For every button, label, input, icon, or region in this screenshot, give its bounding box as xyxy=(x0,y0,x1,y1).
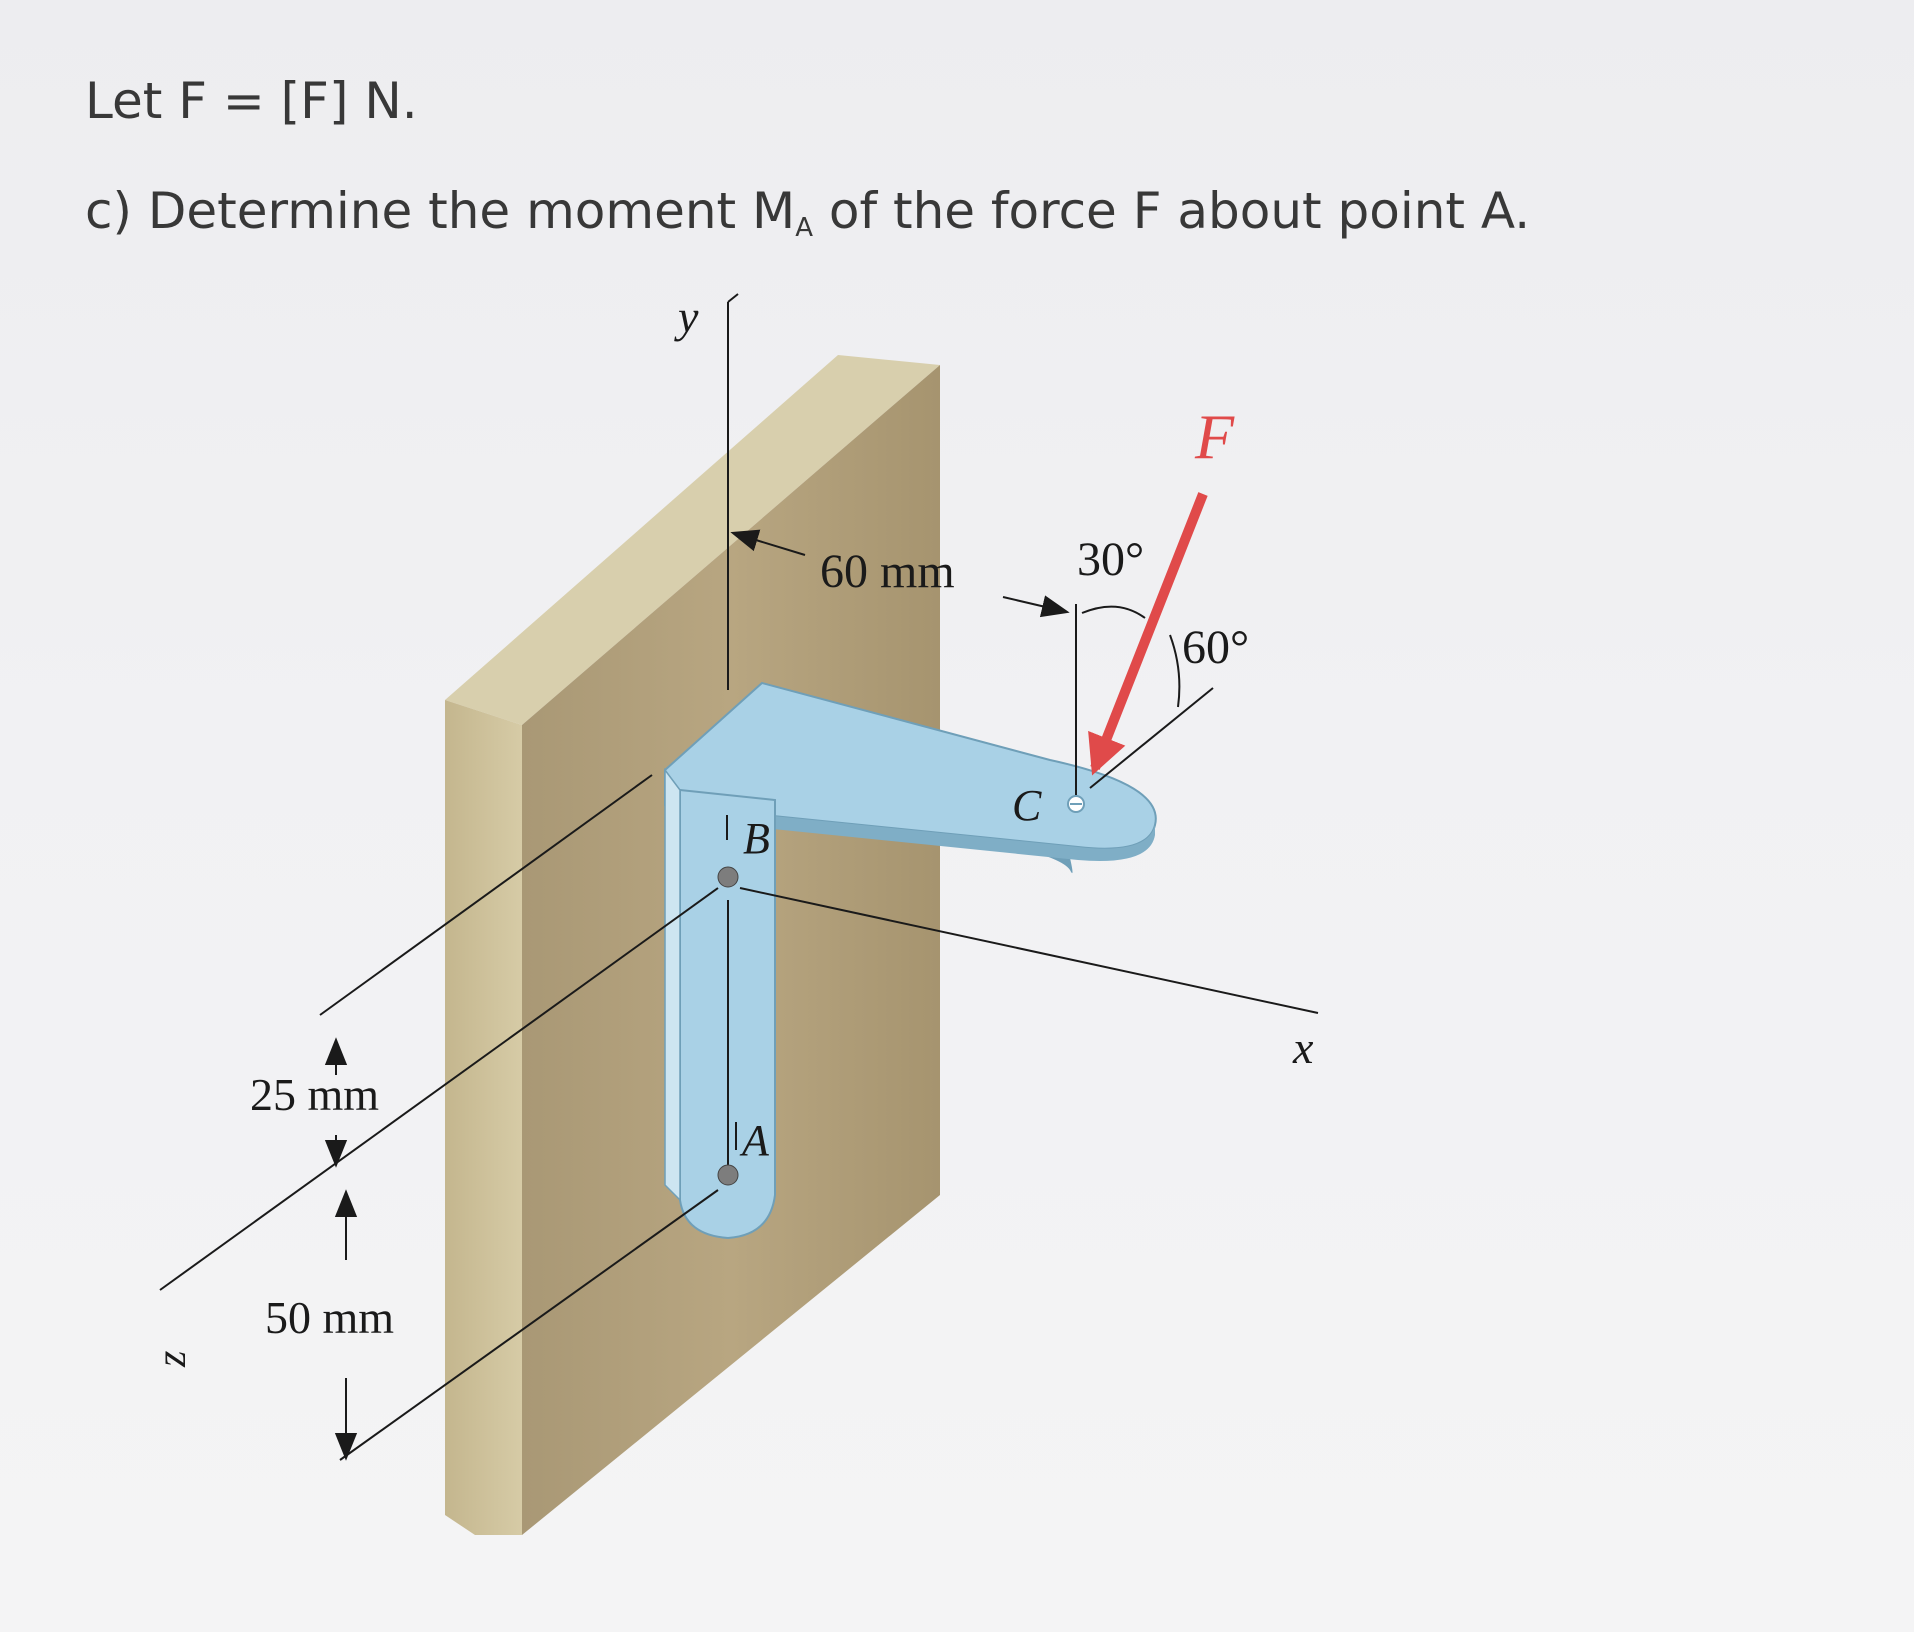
question-text-suffix: of the force F about point A. xyxy=(812,182,1531,240)
question-text-prefix: c) Determine the moment M xyxy=(85,182,796,240)
z-axis xyxy=(159,887,719,1291)
dimension-60mm-label: 60 mm xyxy=(820,545,955,598)
wall-side-face xyxy=(445,700,522,1535)
z-axis-label: z xyxy=(149,1351,195,1368)
bracket-horizontal-arm xyxy=(664,681,1157,874)
angle-60-label: 60° xyxy=(1182,621,1249,674)
point-b-label: B xyxy=(743,814,770,863)
bracket-arm-top xyxy=(664,681,1157,850)
dimension-60mm-arrow-right xyxy=(1002,595,1070,618)
projection-line-top xyxy=(319,774,653,1016)
point-b xyxy=(717,866,739,888)
bracket-arm-edge xyxy=(665,805,1155,861)
question-part-c: c) Determine the moment MA of the force … xyxy=(85,182,1531,243)
force-label: F xyxy=(1194,401,1235,472)
dimension-60mm-arrow-left xyxy=(730,529,806,556)
point-a xyxy=(717,1164,739,1186)
dimension-25mm: 25 mm xyxy=(250,1037,379,1168)
angle-30-label: 30° xyxy=(1077,533,1144,586)
x-axis xyxy=(739,887,1319,1014)
point-c-label: C xyxy=(1012,781,1042,830)
dimension-60mm: 60 mm xyxy=(730,529,1070,618)
wall-top-face xyxy=(445,355,940,725)
point-a-label: A xyxy=(739,1116,770,1165)
dimension-50mm-label: 50 mm xyxy=(265,1292,394,1343)
force-vector xyxy=(1088,492,1208,776)
x-axis-label: x xyxy=(1292,1022,1314,1073)
angle-arc-30 xyxy=(1081,605,1146,619)
dimension-25mm-label: 25 mm xyxy=(250,1069,379,1120)
bracket-leg-edge xyxy=(664,767,681,1202)
projection-line-bottom xyxy=(339,1189,719,1461)
angle-arc-60 xyxy=(1169,634,1181,708)
dimension-50mm: 50 mm xyxy=(265,1189,394,1461)
y-axis-tick xyxy=(727,293,739,303)
moment-subscript: A xyxy=(795,213,813,243)
y-axis-label: y xyxy=(674,291,699,342)
given-statement: Let F = [F] N. xyxy=(85,72,418,130)
